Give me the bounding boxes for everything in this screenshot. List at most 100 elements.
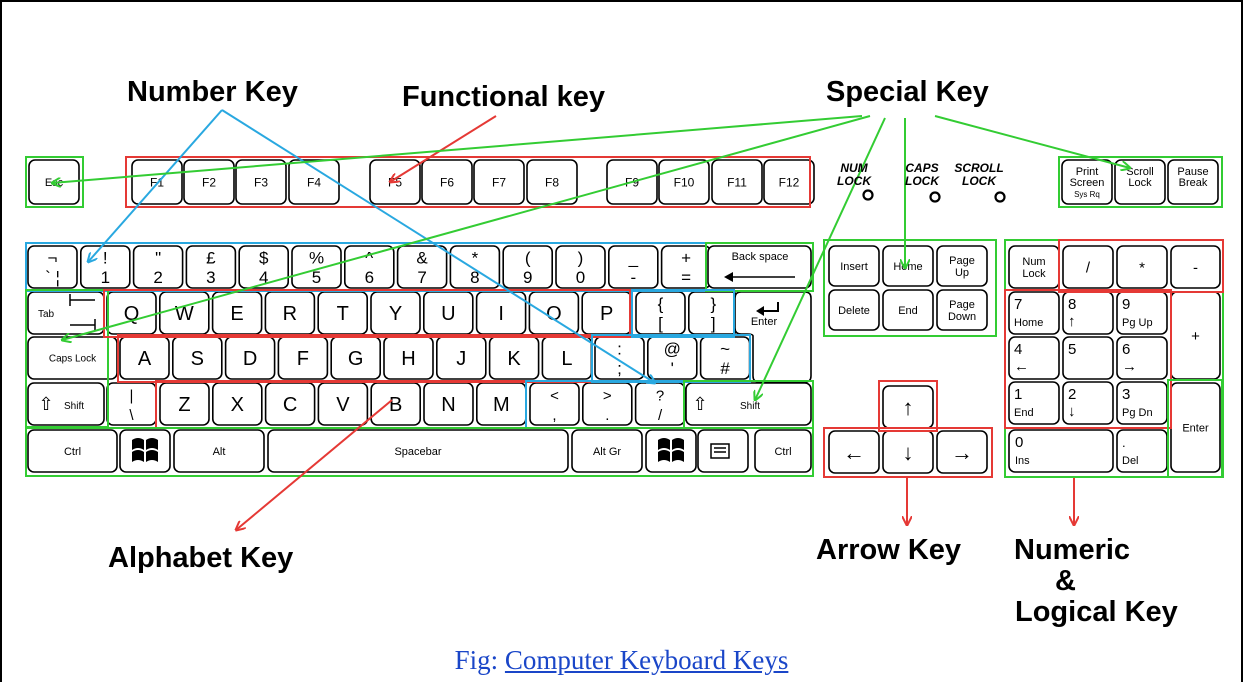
- key-alt-gr[interactable]: Alt Gr: [571, 429, 643, 473]
- windows-key-left[interactable]: [119, 429, 171, 473]
- key-f6[interactable]: F6: [421, 159, 473, 205]
- key-arrow-up[interactable]: ↑: [882, 385, 934, 429]
- key-f7[interactable]: F7: [473, 159, 525, 205]
- key-p[interactable]: P: [581, 291, 633, 335]
- key-r[interactable]: R: [264, 291, 316, 335]
- key-t[interactable]: T: [317, 291, 369, 335]
- key-delete[interactable]: Delete: [828, 289, 880, 331]
- key-number-1[interactable]: !1: [80, 245, 131, 289]
- key-arrow-right[interactable]: →: [936, 430, 988, 474]
- key-f[interactable]: F: [277, 336, 329, 380]
- key-number-5[interactable]: %5: [291, 245, 342, 289]
- key-punct-1[interactable]: >.: [581, 382, 633, 426]
- key-punct-0[interactable]: <,: [529, 382, 580, 426]
- key-enter[interactable]: Enter: [734, 291, 812, 383]
- key-ctrl-right[interactable]: Ctrl: [754, 429, 812, 473]
- key-number-sym[interactable]: ¬` ¦: [27, 245, 78, 289]
- windows-key-right[interactable]: [645, 429, 697, 473]
- key-s[interactable]: S: [172, 336, 223, 380]
- key-a[interactable]: A: [119, 336, 170, 380]
- numpad-del[interactable]: .Del: [1116, 429, 1168, 473]
- numpad-plus[interactable]: +: [1170, 291, 1221, 380]
- key-backspace[interactable]: Back space: [707, 245, 812, 289]
- key-arrow-down[interactable]: ↓: [882, 430, 934, 474]
- key-u[interactable]: U: [422, 291, 474, 335]
- key-i[interactable]: I: [475, 291, 527, 335]
- numpad-key-4[interactable]: 4←: [1008, 336, 1060, 380]
- key-f11[interactable]: F11: [711, 159, 763, 205]
- key-semi-0[interactable]: :;: [594, 336, 645, 380]
- key-f4[interactable]: F4: [288, 159, 340, 205]
- key-shift-left[interactable]: ⇧Shift: [27, 382, 105, 426]
- key-number-2[interactable]: "2: [132, 245, 184, 289]
- key-number-9[interactable]: (9: [502, 245, 554, 289]
- key-number-3[interactable]: £3: [185, 245, 237, 289]
- key-bracket-0[interactable]: {[: [635, 291, 686, 335]
- key-ctrl-left[interactable]: Ctrl: [27, 429, 118, 473]
- key-bracket-1[interactable]: }]: [687, 291, 739, 335]
- key-tab[interactable]: Tab: [27, 291, 105, 335]
- key-number-sym[interactable]: _-: [607, 245, 659, 289]
- key-number-sym[interactable]: +=: [660, 245, 712, 289]
- key-m[interactable]: M: [475, 382, 527, 426]
- key-end[interactable]: End: [882, 289, 934, 331]
- key-l[interactable]: L: [541, 336, 593, 380]
- numpad-key-8[interactable]: 8↑: [1062, 291, 1114, 335]
- numpad-key-9[interactable]: 9Pg Up: [1116, 291, 1168, 335]
- key-number-0[interactable]: )0: [555, 245, 606, 289]
- key-number-7[interactable]: &7: [396, 245, 448, 289]
- key-b[interactable]: B: [370, 382, 422, 426]
- key-semi-1[interactable]: @': [646, 336, 698, 380]
- key-number-8[interactable]: *8: [449, 245, 501, 289]
- key-d[interactable]: D: [224, 336, 276, 380]
- caption-link[interactable]: Computer Keyboard Keys: [504, 645, 789, 675]
- key-f5[interactable]: F5: [369, 159, 421, 205]
- key-c[interactable]: C: [264, 382, 316, 426]
- key-o[interactable]: O: [528, 291, 580, 335]
- key-number-4[interactable]: $4: [238, 245, 289, 289]
- key-v[interactable]: V: [317, 382, 369, 426]
- key-punct-2[interactable]: ?/: [634, 382, 686, 426]
- key-alt[interactable]: Alt: [173, 429, 265, 473]
- key-e[interactable]: E: [211, 291, 263, 335]
- numpad-key-3[interactable]: 3Pg Dn: [1116, 381, 1168, 425]
- numpad-key-5[interactable]: 5: [1062, 336, 1114, 380]
- key-k[interactable]: K: [488, 336, 540, 380]
- key-menu[interactable]: [697, 429, 749, 473]
- key-f1[interactable]: F1: [131, 159, 183, 205]
- key-n[interactable]: N: [423, 382, 474, 426]
- numpad-divide[interactable]: /: [1062, 245, 1114, 289]
- key-w[interactable]: W: [159, 291, 210, 335]
- key-semi-2[interactable]: ~#: [699, 336, 751, 380]
- key-backslash[interactable]: |\: [106, 382, 157, 426]
- key-q[interactable]: Q: [106, 291, 157, 335]
- numpad-minus[interactable]: -: [1170, 245, 1221, 289]
- key-home[interactable]: Home: [882, 245, 934, 287]
- key-arrow-left[interactable]: ←: [828, 430, 880, 474]
- key-f3[interactable]: F3: [235, 159, 287, 205]
- key-j[interactable]: J: [435, 336, 487, 380]
- numpad-multiply[interactable]: *: [1116, 245, 1168, 289]
- key-insert[interactable]: Insert: [828, 245, 880, 287]
- numpad-enter[interactable]: Enter: [1170, 382, 1221, 473]
- key-f2[interactable]: F2: [183, 159, 235, 205]
- key-caps-lock[interactable]: Caps Lock: [27, 336, 118, 380]
- numpad-key-6[interactable]: 6→: [1116, 336, 1168, 380]
- key-y[interactable]: Y: [370, 291, 421, 335]
- key-g[interactable]: G: [330, 336, 382, 380]
- key-number-6[interactable]: ^6: [343, 245, 395, 289]
- key-f12[interactable]: F12: [763, 159, 815, 205]
- key-x[interactable]: X: [212, 382, 263, 426]
- key-f8[interactable]: F8: [526, 159, 578, 205]
- key-shift-right[interactable]: ⇧Shift: [685, 382, 812, 426]
- numpad-key-2[interactable]: 2↓: [1062, 381, 1114, 425]
- key-z[interactable]: Z: [159, 382, 210, 426]
